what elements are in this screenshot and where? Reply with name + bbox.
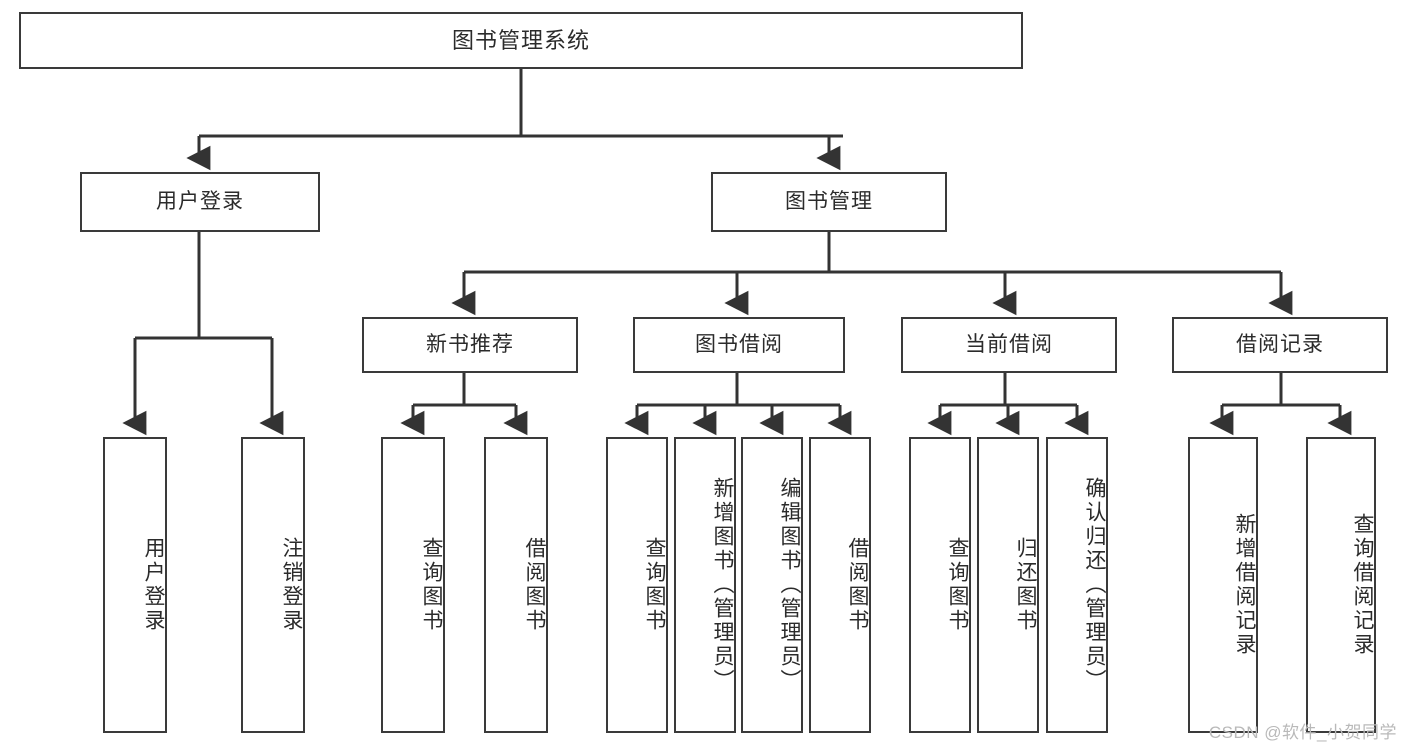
node-root[interactable]: 图书管理系统 <box>19 12 1023 69</box>
leaf-borrow-query-book[interactable]: 查询图书 <box>606 437 668 733</box>
leaf-borrow-book-label: 借阅图书 <box>846 537 869 633</box>
leaf-add-book-admin-label: 新增图书（管理员） <box>711 477 734 693</box>
leaf-edit-book-admin-label: 编辑图书（管理员） <box>778 477 801 693</box>
leaf-current-query-book-label: 查询图书 <box>946 537 969 633</box>
node-root-label: 图书管理系统 <box>451 27 590 53</box>
leaf-add-borrow-record-label: 新增借阅记录 <box>1233 513 1256 657</box>
leaf-add-borrow-record[interactable]: 新增借阅记录 <box>1188 437 1258 733</box>
node-user-login-label: 用户登录 <box>156 189 244 213</box>
leaf-query-borrow-record-label: 查询借阅记录 <box>1351 513 1374 657</box>
leaf-borrow-book[interactable]: 借阅图书 <box>809 437 871 733</box>
node-current-borrow[interactable]: 当前借阅 <box>901 317 1117 373</box>
node-book-management-label: 图书管理 <box>785 189 873 213</box>
leaf-borrow-query-book-label: 查询图书 <box>643 537 666 633</box>
node-book-management[interactable]: 图书管理 <box>711 172 947 232</box>
watermark: CSDN @软件_小贺同学 <box>1208 723 1397 742</box>
leaf-new-book-query-label: 查询图书 <box>420 537 443 633</box>
leaf-new-book-borrow[interactable]: 借阅图书 <box>484 437 548 733</box>
node-borrow-record[interactable]: 借阅记录 <box>1172 317 1388 373</box>
node-book-borrow-label: 图书借阅 <box>695 332 783 356</box>
node-user-login[interactable]: 用户登录 <box>80 172 320 232</box>
leaf-confirm-return-admin-label: 确认归还（管理员） <box>1083 477 1106 693</box>
node-new-book-recommend-label: 新书推荐 <box>426 332 514 356</box>
node-current-borrow-label: 当前借阅 <box>965 332 1053 356</box>
leaf-user-login-label: 用户登录 <box>142 537 165 633</box>
leaf-user-login[interactable]: 用户登录 <box>103 437 167 733</box>
node-book-borrow[interactable]: 图书借阅 <box>633 317 845 373</box>
leaf-confirm-return-admin[interactable]: 确认归还（管理员） <box>1046 437 1108 733</box>
leaf-current-query-book[interactable]: 查询图书 <box>909 437 971 733</box>
leaf-logout-label: 注销登录 <box>280 537 303 633</box>
leaf-edit-book-admin[interactable]: 编辑图书（管理员） <box>741 437 803 733</box>
node-borrow-record-label: 借阅记录 <box>1236 332 1324 356</box>
leaf-new-book-borrow-label: 借阅图书 <box>523 537 546 633</box>
leaf-new-book-query[interactable]: 查询图书 <box>381 437 445 733</box>
node-new-book-recommend[interactable]: 新书推荐 <box>362 317 578 373</box>
leaf-query-borrow-record[interactable]: 查询借阅记录 <box>1306 437 1376 733</box>
leaf-return-book-label: 归还图书 <box>1014 537 1037 633</box>
leaf-add-book-admin[interactable]: 新增图书（管理员） <box>674 437 736 733</box>
leaf-return-book[interactable]: 归还图书 <box>977 437 1039 733</box>
leaf-logout[interactable]: 注销登录 <box>241 437 305 733</box>
